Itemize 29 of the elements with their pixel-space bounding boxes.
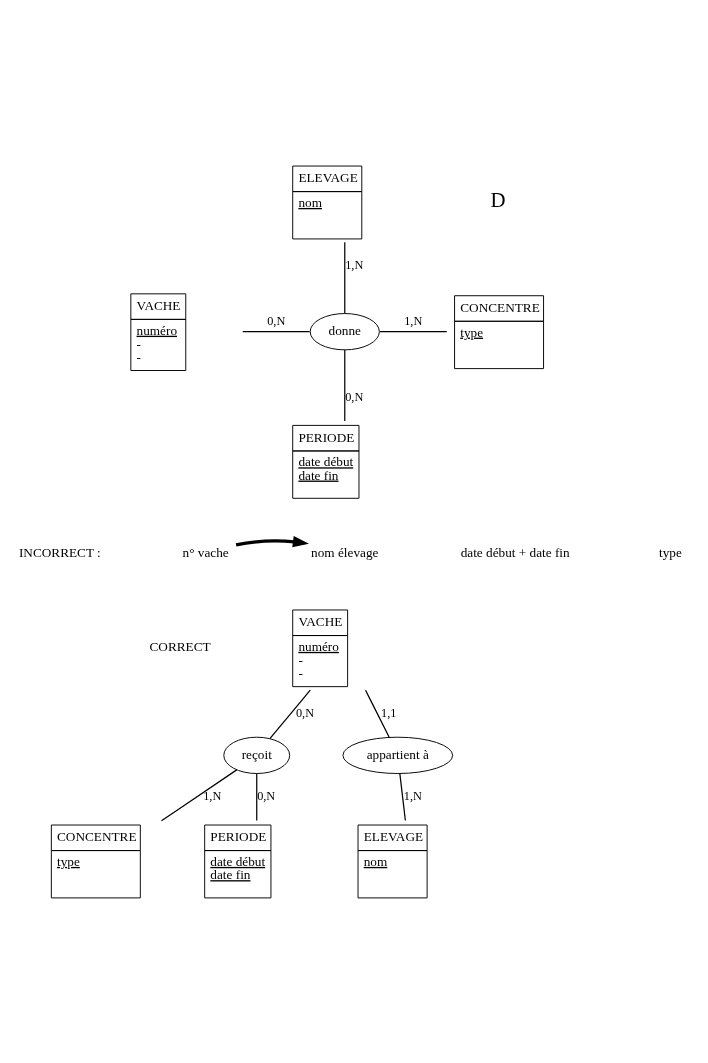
- connector: [160, 769, 238, 822]
- edge-label: 0,N: [257, 789, 276, 804]
- edge-label: 0,N: [295, 705, 315, 720]
- connector: [344, 241, 346, 314]
- edge-label: 1,N: [403, 789, 422, 804]
- edge-label: 1,N: [345, 258, 364, 273]
- connector: [379, 331, 448, 333]
- edge-label: 0,N: [267, 314, 286, 329]
- connector: [364, 689, 390, 738]
- node-ellipse: reçoit: [223, 736, 291, 774]
- label: date début + date fin: [460, 545, 570, 561]
- label: type: [658, 545, 682, 561]
- label: D: [490, 188, 506, 213]
- label: INCORRECT :: [18, 545, 101, 561]
- edge-label: 0,N: [345, 389, 364, 404]
- edge-label: 1,N: [203, 789, 222, 804]
- edge-label: 1,1: [381, 705, 397, 720]
- edge-label: 1,N: [404, 314, 423, 329]
- node-text: nom élevage: [311, 545, 379, 561]
- node-ellipse: donne: [309, 313, 380, 351]
- node-text: n° vache: [182, 545, 229, 561]
- label: CORRECT: [149, 639, 211, 655]
- connector: [256, 772, 258, 822]
- connector: [399, 772, 406, 822]
- connector: [269, 689, 311, 740]
- connector: [344, 349, 346, 422]
- arrow: [235, 536, 309, 548]
- connector: [242, 331, 311, 333]
- node-ellipse: appartient à: [342, 736, 454, 774]
